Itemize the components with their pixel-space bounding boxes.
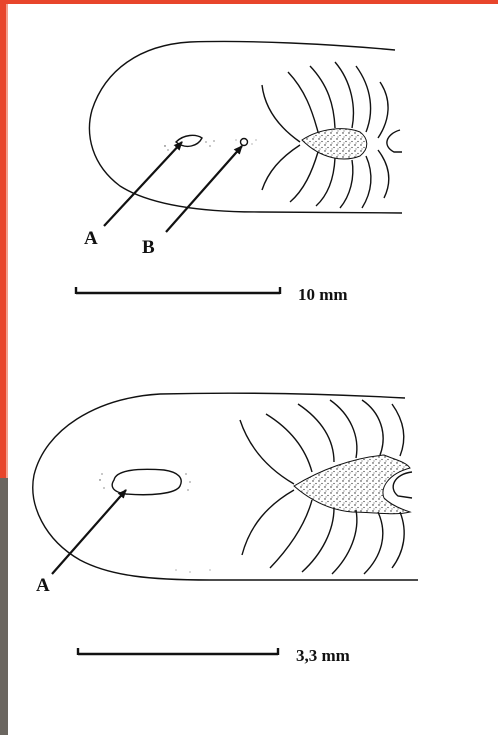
top-label-b: B xyxy=(142,237,155,258)
top-head-outline xyxy=(89,41,402,213)
top-arrow-a xyxy=(104,142,182,226)
top-mouth-stipple xyxy=(302,129,367,159)
top-label-a: A xyxy=(84,228,98,249)
bottom-scale-label: 3,3 mm xyxy=(296,646,350,665)
top-scale-bar xyxy=(76,287,280,294)
top-scale-label: 10 mm xyxy=(298,285,348,304)
bottom-scale-bar xyxy=(78,648,278,655)
top-pore-b xyxy=(241,139,248,146)
bottom-label-a: A xyxy=(36,575,50,596)
top-arrow-b xyxy=(166,146,242,232)
bottom-head-drawing xyxy=(33,393,418,580)
bottom-arrow-a xyxy=(52,490,126,574)
top-head-drawing xyxy=(89,41,402,213)
bottom-stipple-halos xyxy=(99,473,210,572)
bottom-mouth-stipple xyxy=(294,455,410,514)
bottom-nostril-a xyxy=(112,469,181,494)
